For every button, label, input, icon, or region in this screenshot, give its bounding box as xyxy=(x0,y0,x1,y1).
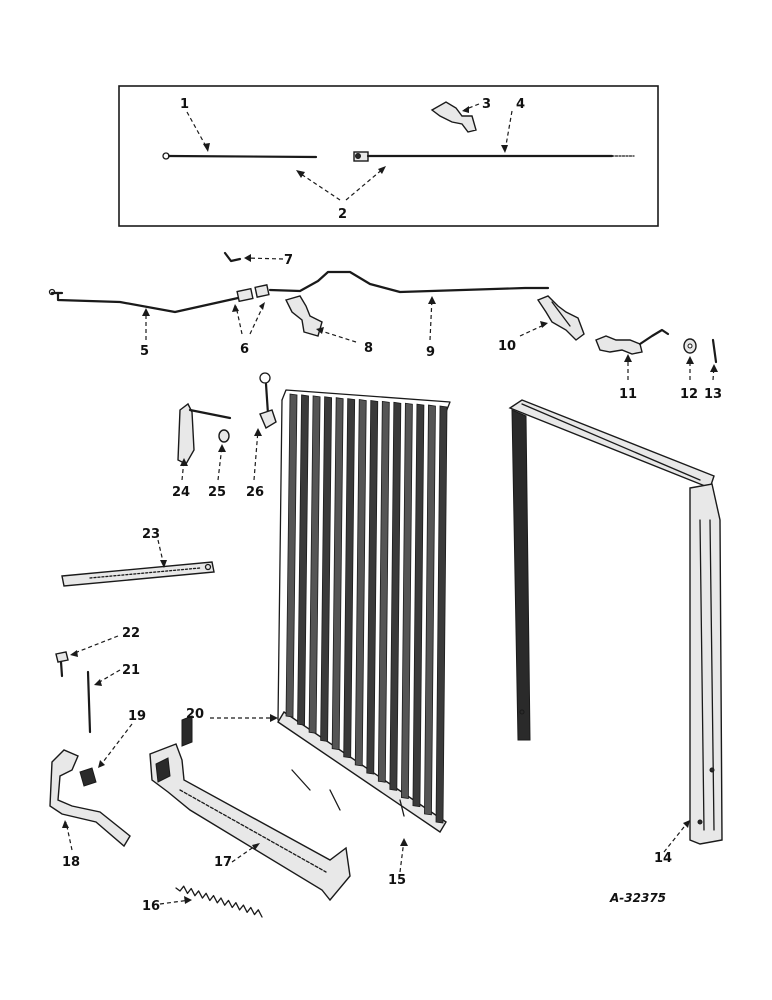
part-10-latch xyxy=(536,295,585,341)
callout-8: 8 xyxy=(364,341,373,356)
leader-7 xyxy=(245,257,284,260)
callout-19: 19 xyxy=(128,709,146,724)
core-tube xyxy=(297,394,309,726)
callout-13: 13 xyxy=(704,387,722,402)
leader-1 xyxy=(186,111,209,151)
part-20-core-bracket xyxy=(181,715,193,747)
leader-14 xyxy=(663,821,689,853)
callout-10: 10 xyxy=(498,339,516,354)
core-tube xyxy=(389,401,402,791)
part-1-short-rod xyxy=(162,152,318,160)
callout-15: 15 xyxy=(388,873,406,888)
callout-2: 2 xyxy=(338,207,347,222)
leader-9 xyxy=(429,297,433,341)
core-tube xyxy=(285,393,298,718)
callout-18: 18 xyxy=(62,855,80,870)
part-15-radiator-core xyxy=(277,389,451,833)
callout-3: 3 xyxy=(482,97,491,112)
callout-17: 17 xyxy=(214,855,232,870)
leader-3 xyxy=(463,103,480,111)
core-tubes xyxy=(285,393,448,824)
part-6-coupling xyxy=(236,284,270,303)
leader-16 xyxy=(159,899,191,905)
core-tube xyxy=(377,400,390,783)
part-3-clip-bracket xyxy=(430,101,477,133)
core-tube xyxy=(400,402,413,799)
part-21-rod xyxy=(86,670,92,734)
callout-16: 16 xyxy=(142,899,160,914)
callout-22: 22 xyxy=(122,626,140,641)
part-17-support xyxy=(149,743,351,902)
part-25-nut xyxy=(218,429,230,443)
part-18-bracket xyxy=(49,749,131,848)
part-14-shroud xyxy=(508,399,723,845)
part-7-pin xyxy=(223,251,242,263)
inset-box xyxy=(118,85,659,227)
part-16-spring xyxy=(175,885,263,918)
callout-26: 26 xyxy=(246,485,264,500)
part-4-long-rod xyxy=(353,151,635,162)
leader-15 xyxy=(399,839,405,873)
callout-5: 5 xyxy=(140,344,149,359)
callout-7: 7 xyxy=(284,253,293,268)
callout-4: 4 xyxy=(516,97,525,112)
leader-19 xyxy=(99,723,133,767)
part-24-hinge-lever xyxy=(177,402,232,465)
callout-1: 1 xyxy=(180,97,189,112)
core-tube xyxy=(308,395,321,734)
drawing-code: A-32375 xyxy=(609,891,666,905)
callout-12: 12 xyxy=(680,387,698,402)
callout-25: 25 xyxy=(208,485,226,500)
part-9-rod xyxy=(268,270,550,294)
core-tube xyxy=(354,399,367,767)
part-23-bar xyxy=(61,561,215,587)
core-tube xyxy=(412,403,425,808)
leader-26 xyxy=(253,429,259,481)
callout-21: 21 xyxy=(122,663,140,678)
part-12-washer xyxy=(683,338,697,354)
part-26-eyebolt xyxy=(259,372,277,430)
part-13-cotter-pin xyxy=(711,338,718,364)
part-11-latch-handle xyxy=(595,328,670,355)
callout-9: 9 xyxy=(426,345,435,360)
callout-24: 24 xyxy=(172,485,190,500)
part-8-bracket xyxy=(284,295,323,337)
core-tube xyxy=(366,400,379,775)
leader-22 xyxy=(71,635,119,655)
part-5-rod xyxy=(48,288,240,314)
callout-14: 14 xyxy=(654,851,672,866)
core-tube xyxy=(424,404,436,816)
core-tube xyxy=(435,405,448,824)
leader-6b xyxy=(249,303,265,335)
core-tube xyxy=(331,397,344,751)
core-tube xyxy=(343,398,356,759)
leader-13 xyxy=(712,365,715,381)
leader-17 xyxy=(231,843,259,863)
part-19-block xyxy=(79,767,97,787)
leader-2b xyxy=(345,167,385,201)
callout-11: 11 xyxy=(619,387,637,402)
leader-2a xyxy=(297,171,341,201)
callout-23: 23 xyxy=(142,527,160,542)
leader-8 xyxy=(317,329,357,343)
core-tube xyxy=(320,396,333,742)
part-22-bolt xyxy=(55,651,69,678)
callout-6: 6 xyxy=(240,342,249,357)
callout-20: 20 xyxy=(186,707,204,722)
